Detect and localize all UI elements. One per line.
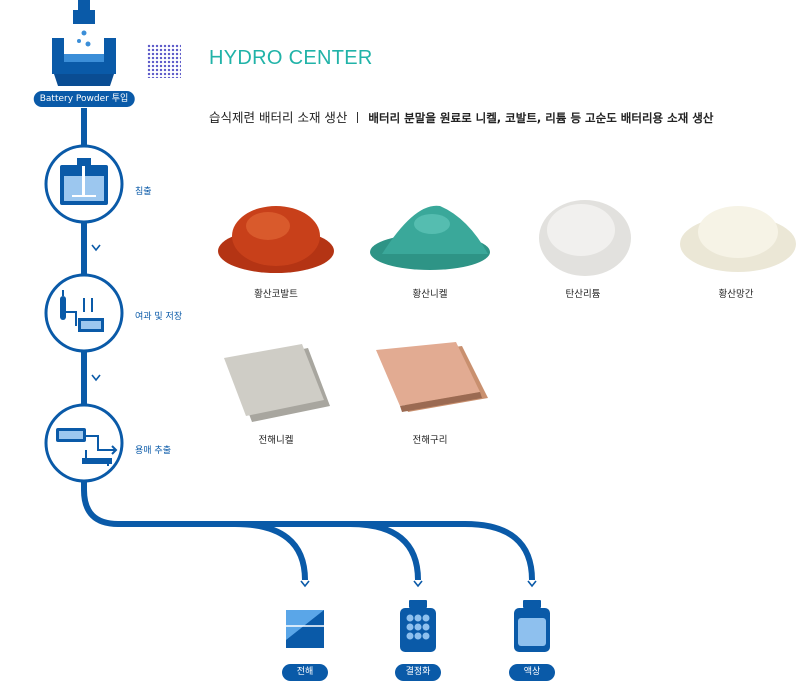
output-badge-liquid: 액상 (509, 664, 555, 681)
dot-grid-decoration (147, 44, 181, 78)
output-badge-crystallization: 결정화 (395, 664, 441, 681)
step-label-leaching: 침출 (135, 187, 152, 197)
page-subtitle: 습식제련 배터리 소재 생산 배터리 분말을 원료로 니켈, 코발트, 리튬 등 … (209, 107, 713, 126)
branch-flow-line-2 (235, 521, 421, 581)
filter-storage-icon (60, 290, 104, 332)
chevron-down-icon (527, 580, 537, 588)
manganese-sulfate-image (676, 196, 796, 276)
step-circle-2 (44, 273, 124, 353)
chevron-down-icon (91, 374, 101, 382)
branch-flow-line (81, 489, 308, 581)
lithium-carbonate-image (523, 196, 643, 276)
product-label: 전해구리 (412, 435, 448, 446)
electrolytic-nickel-image (216, 342, 336, 422)
subtitle-description: 배터리 분말을 원료로 니켈, 코발트, 리튬 등 고순도 배터리용 소재 생산 (368, 111, 714, 125)
product-manganese-sulfate: 황산망간 (676, 196, 796, 300)
step-label-filtration: 여과 및 저장 (135, 312, 183, 322)
crystallization-bottle-icon (400, 600, 436, 652)
chevron-down-icon (413, 580, 423, 588)
product-label: 전해니켈 (258, 435, 294, 446)
chevron-down-icon (91, 244, 101, 252)
liquid-bottle-icon (514, 600, 550, 652)
product-label: 황산망간 (718, 289, 754, 300)
product-label: 탄산리튬 (565, 289, 601, 300)
cobalt-sulfate-image (216, 196, 336, 276)
page-title: HYDRO CENTER (209, 47, 373, 69)
branch-flow-line-3 (350, 521, 535, 581)
solvent-extraction-icon (56, 428, 118, 466)
step-label-extraction: 용매 추출 (135, 446, 171, 456)
hopper-icon (52, 0, 116, 86)
electrolytic-copper-image (370, 342, 490, 422)
leaching-tank-icon (60, 158, 108, 205)
input-badge: Battery Powder 투입 (33, 91, 135, 107)
product-label: 황산코발트 (254, 289, 298, 300)
step-circle-1 (44, 144, 124, 224)
subtitle-main: 습식제련 배터리 소재 생산 (209, 110, 348, 125)
product-electrolytic-copper: 전해구리 (370, 342, 490, 446)
product-lithium-carbonate: 탄산리튬 (523, 196, 643, 300)
product-nickel-sulfate: 황산니켈 (370, 196, 490, 300)
electrolysis-plate-icon (286, 610, 324, 648)
step-circle-3 (44, 403, 124, 483)
subtitle-divider (357, 112, 359, 123)
product-cobalt-sulfate: 황산코발트 (216, 196, 336, 300)
chevron-down-icon (300, 580, 310, 588)
output-badge-electrolysis: 전해 (282, 664, 328, 681)
product-electrolytic-nickel: 전해니켈 (216, 342, 336, 446)
nickel-sulfate-image (370, 196, 490, 276)
product-label: 황산니켈 (412, 289, 448, 300)
